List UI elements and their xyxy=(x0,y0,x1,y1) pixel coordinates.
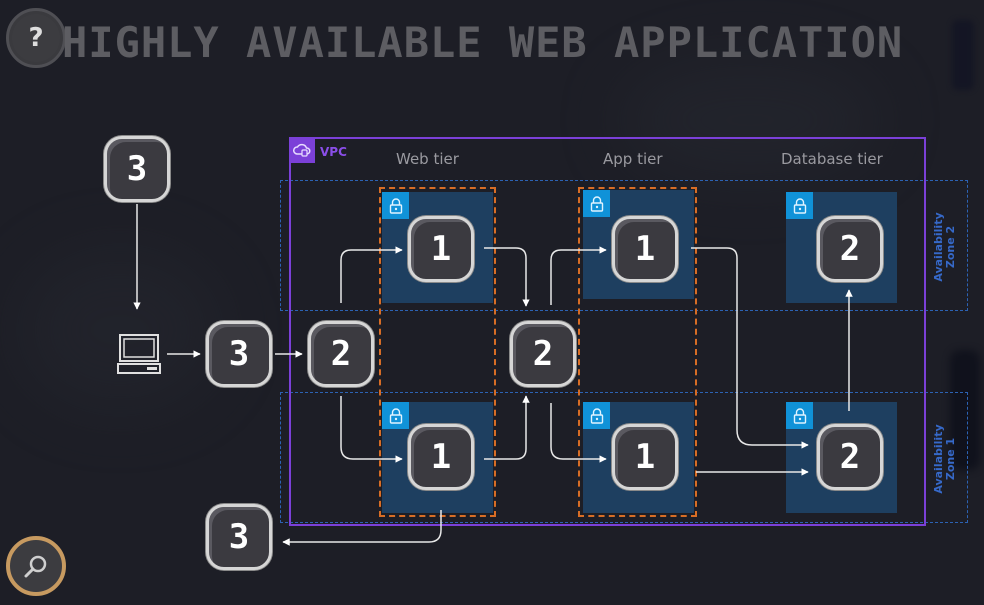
badge-database-az1[interactable]: 2 xyxy=(817,424,883,490)
availability-zone-2 xyxy=(280,180,968,311)
vpc-cloud-lock-icon xyxy=(289,137,315,163)
background-shape xyxy=(620,60,880,180)
connector-applb-to-app-az2 xyxy=(550,246,607,305)
connector-web-az1-to-output xyxy=(282,510,442,546)
connector-web-az2-to-applb xyxy=(484,247,530,307)
connector-app-az2-to-db-az1 xyxy=(691,247,809,449)
availability-zone-1 xyxy=(280,392,968,523)
badge-output[interactable]: 3 xyxy=(206,504,272,570)
connector-applb-to-app-az1 xyxy=(550,403,607,463)
badge-database-az2[interactable]: 2 xyxy=(817,216,883,282)
badge-web-server-az2[interactable]: 1 xyxy=(408,216,474,282)
badge-users[interactable]: 3 xyxy=(104,136,170,202)
connector-weblb-to-web-az1 xyxy=(340,396,403,463)
background-shape xyxy=(20,250,220,410)
help-button[interactable]: ? xyxy=(6,8,66,68)
tier-label-app: App tier xyxy=(603,150,663,168)
badge-app-server-az2[interactable]: 1 xyxy=(612,216,678,282)
tier-label-database: Database tier xyxy=(781,150,883,168)
magnifier-icon xyxy=(24,555,47,578)
lock-icon xyxy=(583,402,610,429)
badge-dns[interactable]: 3 xyxy=(206,321,272,387)
computer-icon xyxy=(117,333,161,375)
vpc-boundary xyxy=(289,137,926,526)
page-title: HIGHLY AVAILABLE WEB APPLICATION xyxy=(62,18,904,67)
badge-web-load-balancer[interactable]: 2 xyxy=(308,321,374,387)
connector-web-az1-to-applb xyxy=(484,395,530,460)
background-shape xyxy=(950,350,980,470)
background-shape xyxy=(952,20,974,90)
vpc-label: VPC xyxy=(320,145,347,159)
connector-weblb-to-web-az2 xyxy=(340,246,403,303)
badge-app-server-az1[interactable]: 1 xyxy=(612,424,678,490)
app-tier-auto-scaling-group xyxy=(578,187,697,517)
lock-icon xyxy=(382,402,409,429)
badge-app-load-balancer[interactable]: 2 xyxy=(510,321,576,387)
tier-label-web: Web tier xyxy=(396,150,459,168)
web-tier-auto-scaling-group xyxy=(379,187,496,517)
lock-icon xyxy=(583,190,610,217)
lock-icon xyxy=(382,192,409,219)
lock-icon xyxy=(786,192,813,219)
lock-icon xyxy=(786,402,813,429)
badge-web-server-az1[interactable]: 1 xyxy=(408,424,474,490)
zoom-button[interactable] xyxy=(6,536,66,596)
question-mark-icon: ? xyxy=(28,23,44,53)
